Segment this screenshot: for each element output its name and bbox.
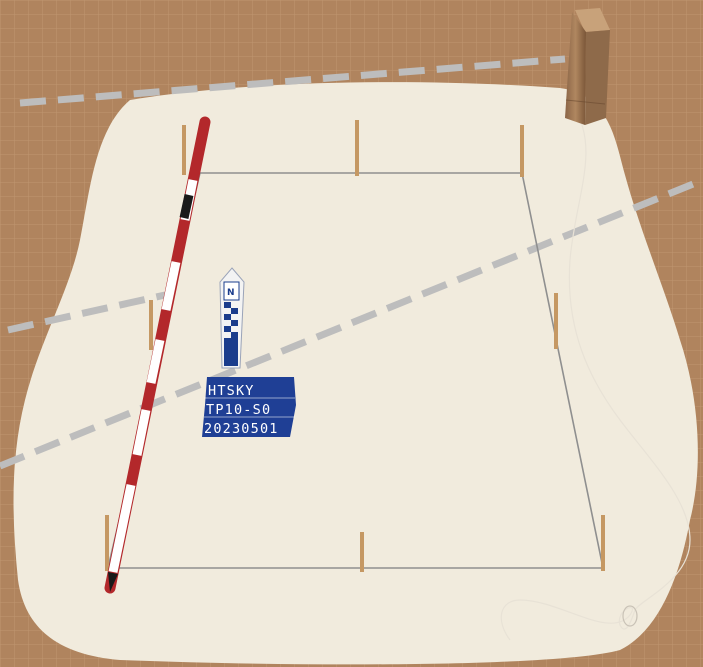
stake [520, 125, 524, 177]
sign-line-3: 20230501 [204, 421, 279, 437]
stake [601, 515, 605, 571]
stake [360, 532, 364, 572]
north-arrow: N [220, 268, 244, 368]
sign-line-2: TP10-S0 [206, 402, 271, 418]
sign-line-1: HTSKY [208, 383, 255, 399]
stake [182, 125, 186, 175]
stake [105, 515, 109, 571]
site-sign: HTSKY TP10-S0 20230501 [202, 377, 296, 437]
stake [149, 300, 153, 350]
stake [355, 120, 359, 176]
datum-post [565, 8, 610, 125]
north-arrow-letter: N [227, 288, 235, 298]
stake [554, 293, 558, 349]
